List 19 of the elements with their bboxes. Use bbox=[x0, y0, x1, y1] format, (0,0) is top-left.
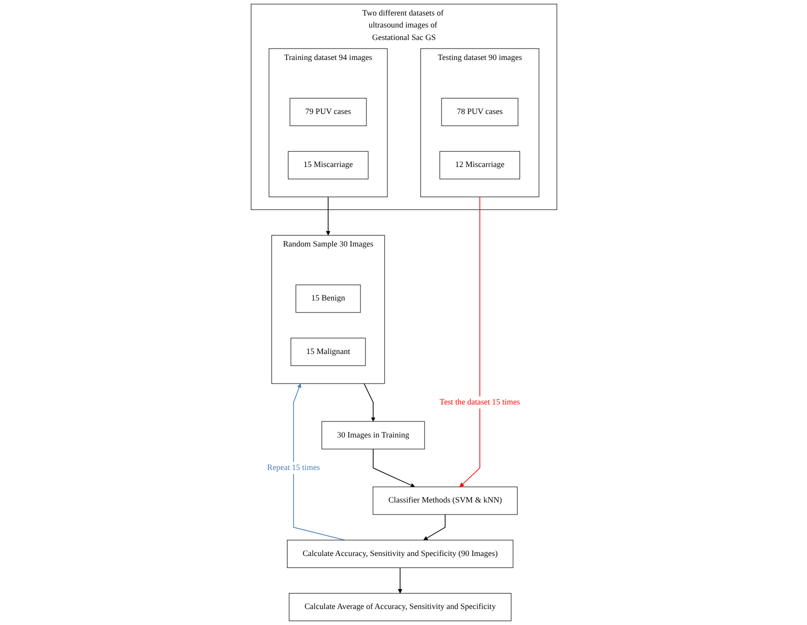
arrow bbox=[422, 514, 446, 540]
node-box: 15 Malignant bbox=[290, 338, 366, 366]
arrow bbox=[325, 196, 330, 236]
node-box: 15 Benign bbox=[295, 284, 360, 313]
arrow bbox=[459, 196, 480, 488]
edge-label: Test the dataset 15 times bbox=[439, 398, 520, 407]
node-box: 78 PUV cases bbox=[440, 98, 518, 126]
node-box: 79 PUV cases bbox=[289, 98, 366, 126]
arrow bbox=[372, 448, 415, 488]
node-box: Calculate Accuracy, Sensitivity and Specificity (90 Images) bbox=[286, 540, 513, 568]
node-box: 12 Miscarriage bbox=[439, 151, 520, 180]
node-box: Classifier Methods (SVM & kNN) bbox=[372, 486, 518, 515]
node-box: Calculate Average of Accuracy, Sensitivity and Specificity bbox=[288, 593, 511, 622]
arrow bbox=[292, 383, 345, 540]
edge-label: Repeat 15 times bbox=[266, 463, 320, 472]
node-box: 15 Miscarriage bbox=[287, 151, 368, 180]
node-box: 30 Images in Training bbox=[321, 421, 424, 450]
arrow bbox=[363, 383, 375, 422]
arrow bbox=[397, 567, 402, 594]
